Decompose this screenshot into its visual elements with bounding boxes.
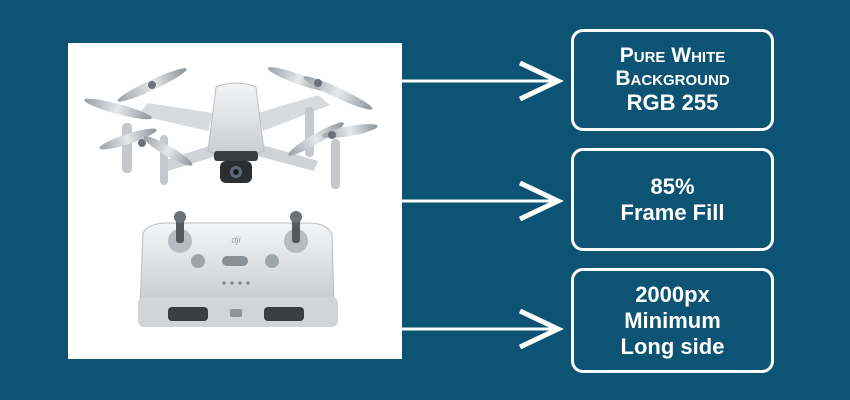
drone — [84, 67, 378, 189]
callout-line: Minimum — [624, 307, 721, 333]
callout-box-background: Pure White Background RGB 255 — [571, 29, 774, 131]
dji-logo: dji — [231, 235, 241, 245]
callout-line: 2000px — [635, 281, 710, 307]
arrow-right-icon — [402, 181, 564, 221]
remote-controller: dji — [138, 211, 338, 327]
arrow-right-icon — [402, 309, 564, 349]
callout-line: Frame Fill — [620, 199, 725, 225]
callout-box-resolution: 2000px Minimum Long side — [571, 268, 774, 373]
callout-line: RGB 255 — [626, 90, 719, 115]
callout-line: Pure White — [619, 44, 726, 67]
callout-box-frame-fill: 85% Frame Fill — [571, 148, 774, 251]
callout-line: Long side — [620, 333, 725, 359]
drone-and-controller-illustration: dji — [84, 67, 378, 327]
arrow-right-icon — [402, 61, 564, 101]
product-photo: dji — [68, 43, 402, 359]
callout-line: 85% — [650, 173, 695, 199]
callout-line: Background — [615, 67, 730, 90]
